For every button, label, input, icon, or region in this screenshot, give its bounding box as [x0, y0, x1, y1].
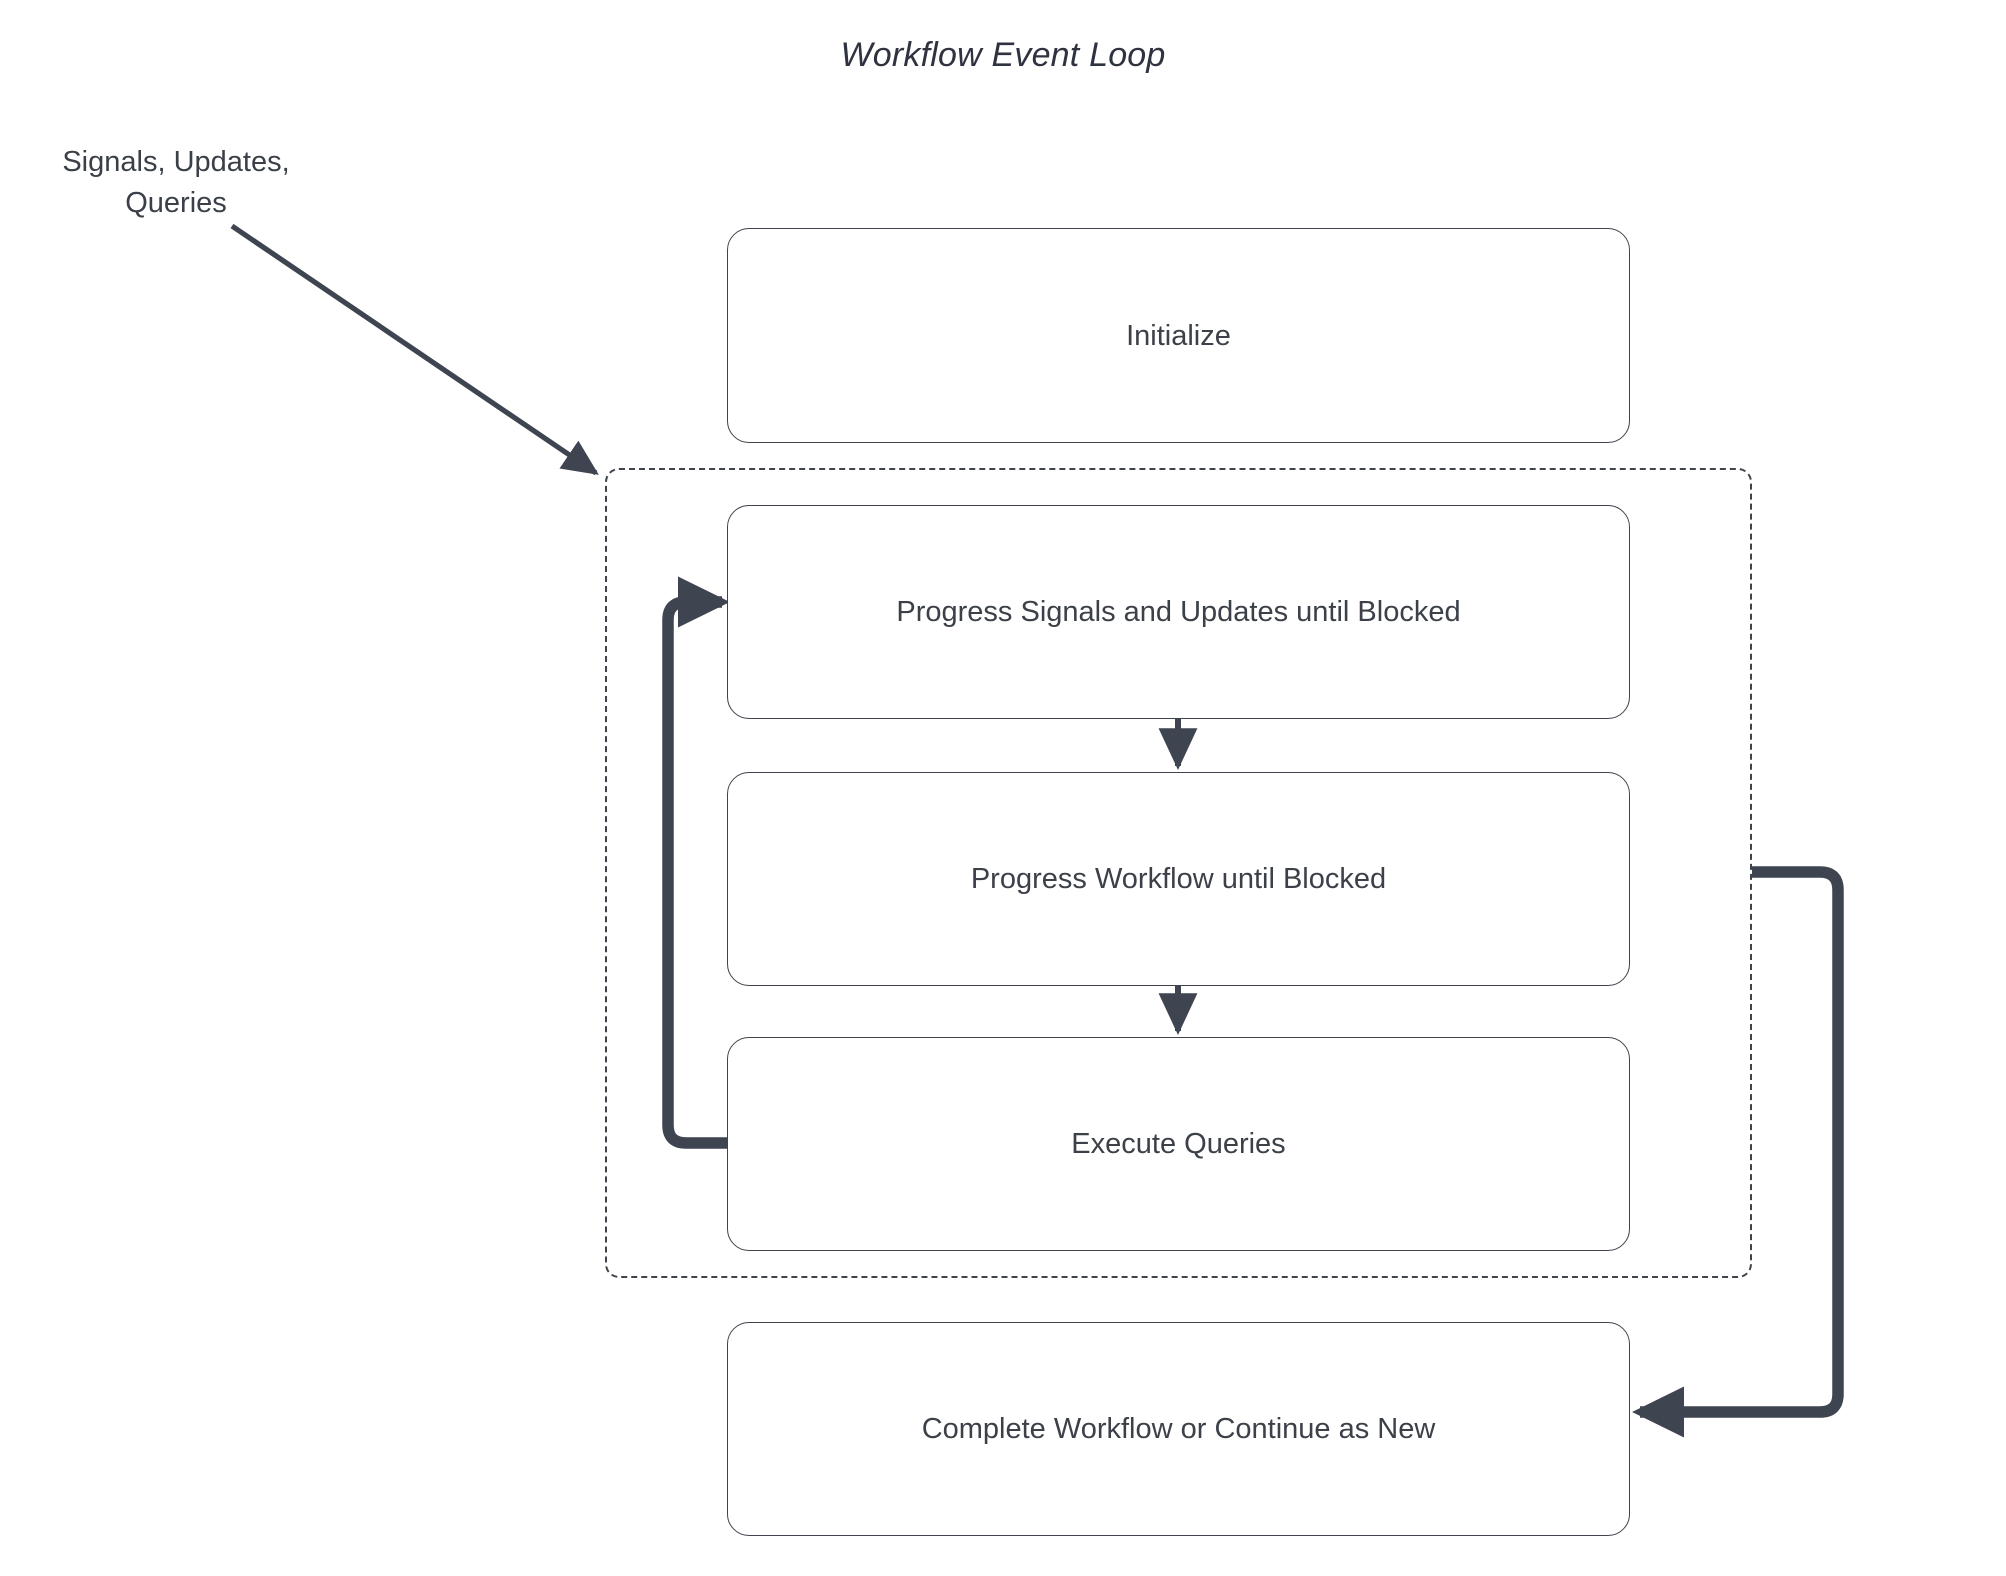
node-execute-queries-label: Execute Queries [1071, 1128, 1286, 1160]
node-progress-signals-and-updates[interactable]: Progress Signals and Updates until Block… [727, 505, 1630, 719]
node-complete-workflow-label: Complete Workflow or Continue as New [921, 1413, 1436, 1445]
external-input-label: Signals, Updates, Queries [62, 146, 290, 219]
edge-signals-into-loop [230, 223, 599, 476]
node-initialize[interactable]: Initialize [727, 228, 1630, 443]
event-loop-group [605, 468, 1752, 1278]
node-initialize-label: Initialize [1126, 319, 1231, 352]
node-progress-workflow-label: Progress Workflow until Blocked [970, 863, 1387, 895]
node-execute-queries[interactable]: Execute Queries [727, 1037, 1630, 1251]
node-progress-signals-label: Progress Signals and Updates until Block… [896, 596, 1461, 628]
page-title: Workflow Event Loop [840, 36, 1166, 74]
node-complete-workflow[interactable]: Complete Workflow or Continue as New [727, 1322, 1630, 1536]
node-progress-workflow[interactable]: Progress Workflow until Blocked [727, 772, 1630, 986]
